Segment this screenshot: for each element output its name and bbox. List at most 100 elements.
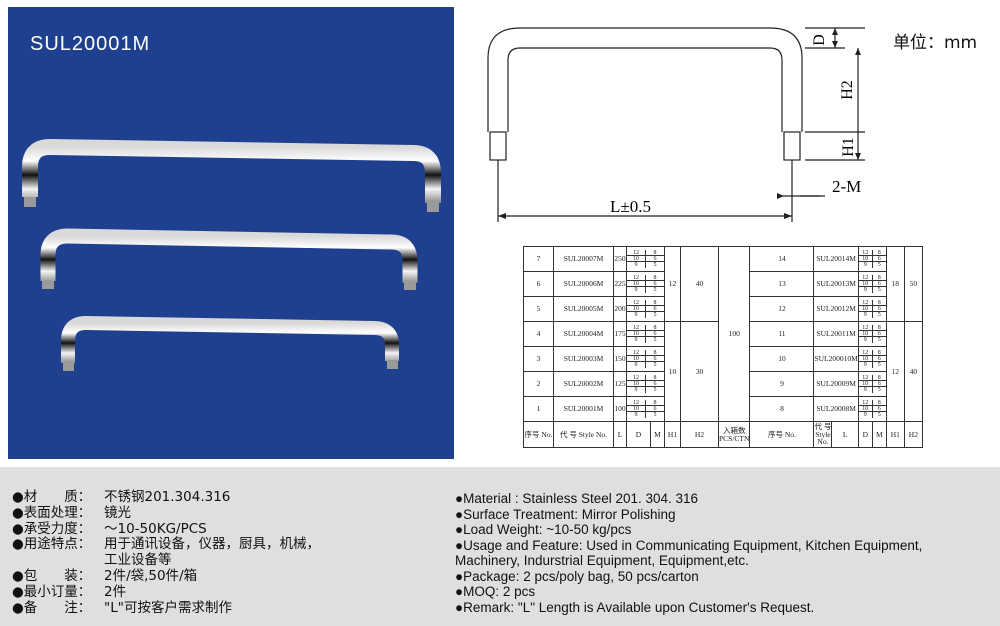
en-spec-item: ●Usage and Feature: Used in Communicatin… bbox=[455, 537, 923, 553]
row-no: 2 bbox=[523, 371, 554, 397]
row-no: 7 bbox=[523, 246, 554, 272]
header-d: D bbox=[857, 421, 873, 448]
row-length: 100 bbox=[613, 396, 627, 422]
header-no: 序号 No. bbox=[523, 421, 554, 448]
row-h1: 10 bbox=[664, 321, 681, 422]
header-style-no: 代 号 Style No. bbox=[813, 421, 833, 448]
handle-large bbox=[22, 138, 441, 212]
cn-spec-item: ●表面处理：镜光 bbox=[12, 504, 320, 522]
en-spec-item: ●Material : Stainless Steel 201. 304. 31… bbox=[455, 491, 699, 506]
cn-spec-value: 镜光 bbox=[104, 504, 131, 521]
unit-label: 单位：mm bbox=[893, 33, 978, 53]
dim-l-label: L±0.5 bbox=[610, 197, 651, 216]
row-h1: 18 bbox=[885, 246, 905, 322]
row-length: 225 bbox=[613, 271, 627, 297]
cn-spec-item: ●承受力度： ～10-50KG/PCS bbox=[12, 520, 320, 538]
model-title: SUL20001M bbox=[30, 33, 151, 55]
cn-spec-label: ●用途特点： bbox=[12, 536, 92, 553]
cn-spec-item: 工业设备等 bbox=[12, 552, 320, 569]
cn-spec-label: ●备 注： bbox=[12, 599, 92, 616]
cn-spec-value: 工业设备等 bbox=[104, 552, 172, 569]
row-style-no: SUL20013M bbox=[813, 271, 859, 297]
cn-spec-label: ●承受力度： bbox=[12, 520, 92, 537]
cn-spec-item: ●包 装：2件/袋,50件/箱 bbox=[12, 567, 320, 585]
row-no: 8 bbox=[749, 396, 815, 422]
row-style-no: SUL20008M bbox=[813, 396, 859, 422]
row-no: 6 bbox=[523, 271, 554, 297]
cn-spec-value: 用于通讯设备，仪器，厨具，机械， bbox=[104, 536, 320, 553]
row-h2: 50 bbox=[903, 246, 924, 322]
row-length: 250 bbox=[613, 246, 627, 272]
row-style-no: SUL20014M bbox=[813, 246, 859, 272]
product-photo-panel: SUL20001M bbox=[8, 7, 454, 459]
cn-spec-item: ●用途特点： 用于通讯设备，仪器，厨具，机械， bbox=[12, 537, 320, 553]
header-m: M bbox=[871, 421, 887, 448]
header-no: 序号 No. bbox=[749, 421, 815, 448]
cn-spec-value: "L"可按客户需求制作 bbox=[104, 599, 232, 616]
row-h1: 12 bbox=[885, 321, 905, 422]
row-length: 150 bbox=[613, 346, 627, 372]
handle-medium bbox=[40, 228, 418, 290]
row-style-no: SUL20003M bbox=[553, 346, 614, 372]
row-style-no: SUL20011M bbox=[813, 321, 859, 347]
chinese-specs: ●材 质： 不锈钢201.304.316●表面处理：镜光●承受力度： ～10-50K… bbox=[12, 489, 320, 617]
cn-spec-label: ●材 质： bbox=[12, 489, 92, 505]
dim-m-label: 2-M bbox=[832, 177, 861, 196]
handle-small bbox=[61, 315, 399, 371]
row-style-no: SUL20007M bbox=[553, 246, 614, 272]
row-no: 14 bbox=[749, 246, 815, 272]
row-no: 1 bbox=[523, 396, 554, 422]
row-no: 12 bbox=[749, 296, 815, 322]
cn-spec-value: ～10-50KG/PCS bbox=[104, 520, 207, 537]
en-spec-item: ●Load Weight: ~10-50 kg/pcs bbox=[455, 522, 632, 537]
spec-band bbox=[0, 467, 1000, 626]
cn-spec-label bbox=[12, 553, 104, 569]
row-no: 4 bbox=[523, 321, 554, 347]
row-h1: 12 bbox=[664, 246, 681, 322]
row-length: 125 bbox=[613, 371, 627, 397]
dimension-drawing: D H2 H1 2-M L±0.5 bbox=[487, 27, 865, 222]
en-spec-item: ●Package: 2 pcs/poly bag, 50 pcs/carton bbox=[455, 568, 699, 584]
header-l: L bbox=[831, 421, 859, 448]
cn-spec-value: 2件/袋,50件/箱 bbox=[104, 567, 198, 584]
header-d: D bbox=[626, 421, 651, 448]
en-spec-item: ●MOQ: 2 pcs bbox=[455, 584, 536, 599]
cn-spec-item: ●最小订量：2件 bbox=[12, 583, 320, 601]
header-h1: H1 bbox=[664, 421, 681, 448]
row-no: 13 bbox=[749, 271, 815, 297]
cn-spec-label: ●最小订量： bbox=[12, 583, 92, 600]
dim-h2-label: H2 bbox=[839, 80, 856, 100]
cn-spec-value: 不锈钢201.304.316 bbox=[104, 489, 231, 505]
row-style-no: SUL20001M bbox=[553, 396, 614, 422]
en-spec-item: ●Remark: "L" Length is Available upon Cu… bbox=[455, 599, 815, 615]
row-h2: 30 bbox=[680, 321, 719, 422]
dim-d-label: D bbox=[811, 34, 828, 46]
handles-photo bbox=[22, 138, 441, 371]
row-no: 3 bbox=[523, 346, 554, 372]
en-spec-item: Machinery, Indurstrial Equipment, Equipm… bbox=[455, 553, 749, 568]
row-h2: 40 bbox=[680, 246, 719, 322]
en-spec-item: ●Surface Treatment: Mirror Polishing bbox=[455, 506, 676, 522]
cn-spec-item: ●备 注： "L"可按客户需求制作 bbox=[12, 599, 320, 617]
row-no: 5 bbox=[523, 296, 554, 322]
header-style-no: 代 号 Style No. bbox=[553, 421, 614, 448]
row-length: 200 bbox=[613, 296, 627, 322]
